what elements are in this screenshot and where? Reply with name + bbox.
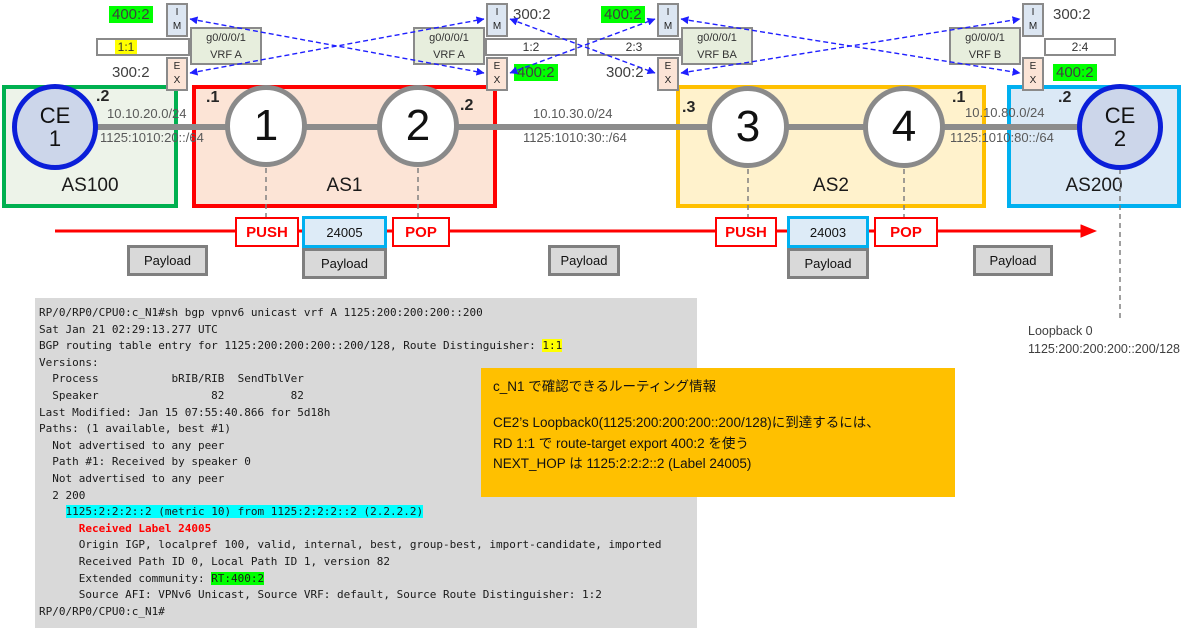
link1-v4-prefix: 10.10.20.0/24 <box>107 106 187 121</box>
router3-number: 3 <box>735 102 761 151</box>
rd-bar: 2:4 <box>1044 38 1116 56</box>
rd-value: 1:1 <box>114 40 138 54</box>
router2-number: 2 <box>405 101 431 150</box>
import-box: I M <box>1022 3 1044 37</box>
payload-label: Payload <box>989 253 1037 268</box>
payload-label: Payload <box>560 253 608 268</box>
import-rt: 300:2 <box>513 6 551 23</box>
ce2-loopback-annotation: Loopback 0 1125:200:200:200::200/128 <box>1028 323 1180 358</box>
as100-label: AS100 <box>61 175 119 196</box>
export-box: E X <box>657 57 679 91</box>
link1-v6-prefix: 1125:1010:20::/64 <box>100 130 204 145</box>
note-line: CE2’s Loopback0(1125:200:200:200::200/12… <box>493 415 880 431</box>
interface-name: g0/0/0/1 <box>965 32 1005 44</box>
r4-if-addr: .1 <box>952 89 966 106</box>
payload-box-2: Payload <box>548 245 620 276</box>
pop-label: POP <box>405 223 437 241</box>
export-rt: 400:2 <box>1053 64 1097 81</box>
ce1-number: 1 <box>48 126 62 151</box>
interface-name: g0/0/0/1 <box>697 32 737 44</box>
rd-bar: 2:3 <box>587 38 681 56</box>
as1-label: AS1 <box>326 175 363 196</box>
link3-v6-prefix: 1125:1010:80::/64 <box>950 130 1054 145</box>
as2-label: AS2 <box>813 175 849 196</box>
loopback-prefix: 1125:200:200:200::200/128 <box>1028 341 1180 356</box>
mpls-label-value: 24005 <box>326 224 363 240</box>
as200-label: AS200 <box>1065 175 1123 196</box>
vrf-name: VRF B <box>968 48 1002 61</box>
push-box-2: PUSH <box>715 217 777 247</box>
link2-v4-prefix: 10.10.30.0/24 <box>533 106 613 121</box>
note-line: RD 1:1 で route-target export 400:2 を使う <box>493 435 749 451</box>
pop-box-2: POP <box>874 217 938 247</box>
rd-value: 1:2 <box>522 40 540 54</box>
r1-if-addr: .1 <box>206 89 220 106</box>
push-box-1: PUSH <box>235 217 299 247</box>
routing-info-note: c_N1 で確認できるルーティング情報 CE2’s Loopback0(1125… <box>481 368 955 497</box>
import-box: I M <box>657 3 679 37</box>
node-router1: 1 <box>225 85 307 167</box>
note-line: NEXT_HOP は 1125:2:2:2::2 (Label 24005) <box>493 455 752 471</box>
ce1-if-addr: .2 <box>96 88 110 105</box>
vrf-name: VRF BA <box>697 48 737 61</box>
import-rt: 400:2 <box>601 6 645 23</box>
interface-name: g0/0/0/1 <box>429 32 469 44</box>
rd-bar: 1:1 <box>96 38 190 56</box>
interface-box: g0/0/0/1 VRF B <box>949 27 1021 65</box>
payload-under-24003: Payload <box>787 248 869 279</box>
node-router4: 4 <box>863 86 945 168</box>
payload-under-24005: Payload <box>302 248 387 279</box>
terminal-output: RP/0/RP0/CPU0:c_N1#sh bgp vpnv6 unicast … <box>35 298 697 628</box>
r2-if-addr: .2 <box>460 97 474 114</box>
interface-box: g0/0/0/1 VRF A <box>190 27 262 65</box>
payload-box-3: Payload <box>973 245 1053 276</box>
pop-box-1: POP <box>392 217 450 247</box>
note-title: c_N1 で確認できるルーティング情報 <box>493 379 717 394</box>
export-rt: 300:2 <box>606 64 644 81</box>
vrf-name: VRF A <box>210 48 242 61</box>
import-rt: 400:2 <box>109 6 153 23</box>
node-router3: 3 <box>707 86 789 168</box>
loopback-name: Loopback 0 <box>1028 324 1093 338</box>
interface-name: g0/0/0/1 <box>206 32 246 44</box>
payload-label: Payload <box>144 253 191 268</box>
payload-label: Payload <box>321 256 368 271</box>
rd-value: 2:4 <box>1071 40 1089 54</box>
mpls-label-box-24005: 24005 <box>302 216 387 248</box>
pop-label: POP <box>890 223 922 241</box>
export-box: E X <box>166 57 188 91</box>
export-box: E X <box>486 57 508 91</box>
ce2-if-addr: .2 <box>1058 89 1072 106</box>
push-label: PUSH <box>246 223 288 241</box>
router4-number: 4 <box>891 102 917 151</box>
node-ce2: CE 2 <box>1077 84 1163 170</box>
rd-value: 2:3 <box>625 40 643 54</box>
link2-v6-prefix: 1125:1010:30::/64 <box>523 130 627 145</box>
mpls-label-value: 24003 <box>809 224 847 240</box>
import-box: I M <box>486 3 508 37</box>
import-box: I M <box>166 3 188 37</box>
rd-bar: 1:2 <box>485 38 577 56</box>
link3-v4-prefix: 10.10.80.0/24 <box>965 105 1045 120</box>
export-box: E X <box>1022 57 1044 91</box>
router1-number: 1 <box>253 101 279 150</box>
ce2-number: 2 <box>1113 126 1127 151</box>
payload-box-1: Payload <box>127 245 208 276</box>
payload-label: Payload <box>804 256 852 271</box>
vrf-name: VRF A <box>433 48 465 61</box>
export-rt: 300:2 <box>112 64 150 81</box>
export-rt: 400:2 <box>514 64 558 81</box>
push-label: PUSH <box>725 223 767 241</box>
ce2-label: CE <box>1104 102 1136 128</box>
mpls-label-box-24003: 24003 <box>787 216 869 248</box>
interface-box: g0/0/0/1 VRF BA <box>681 27 753 65</box>
node-ce1: CE 1 <box>12 84 98 170</box>
ce1-label: CE <box>39 102 71 128</box>
node-router2: 2 <box>377 85 459 167</box>
import-rt: 300:2 <box>1053 6 1091 23</box>
interface-box: g0/0/0/1 VRF A <box>413 27 485 65</box>
r3-if-addr: .3 <box>682 99 696 116</box>
